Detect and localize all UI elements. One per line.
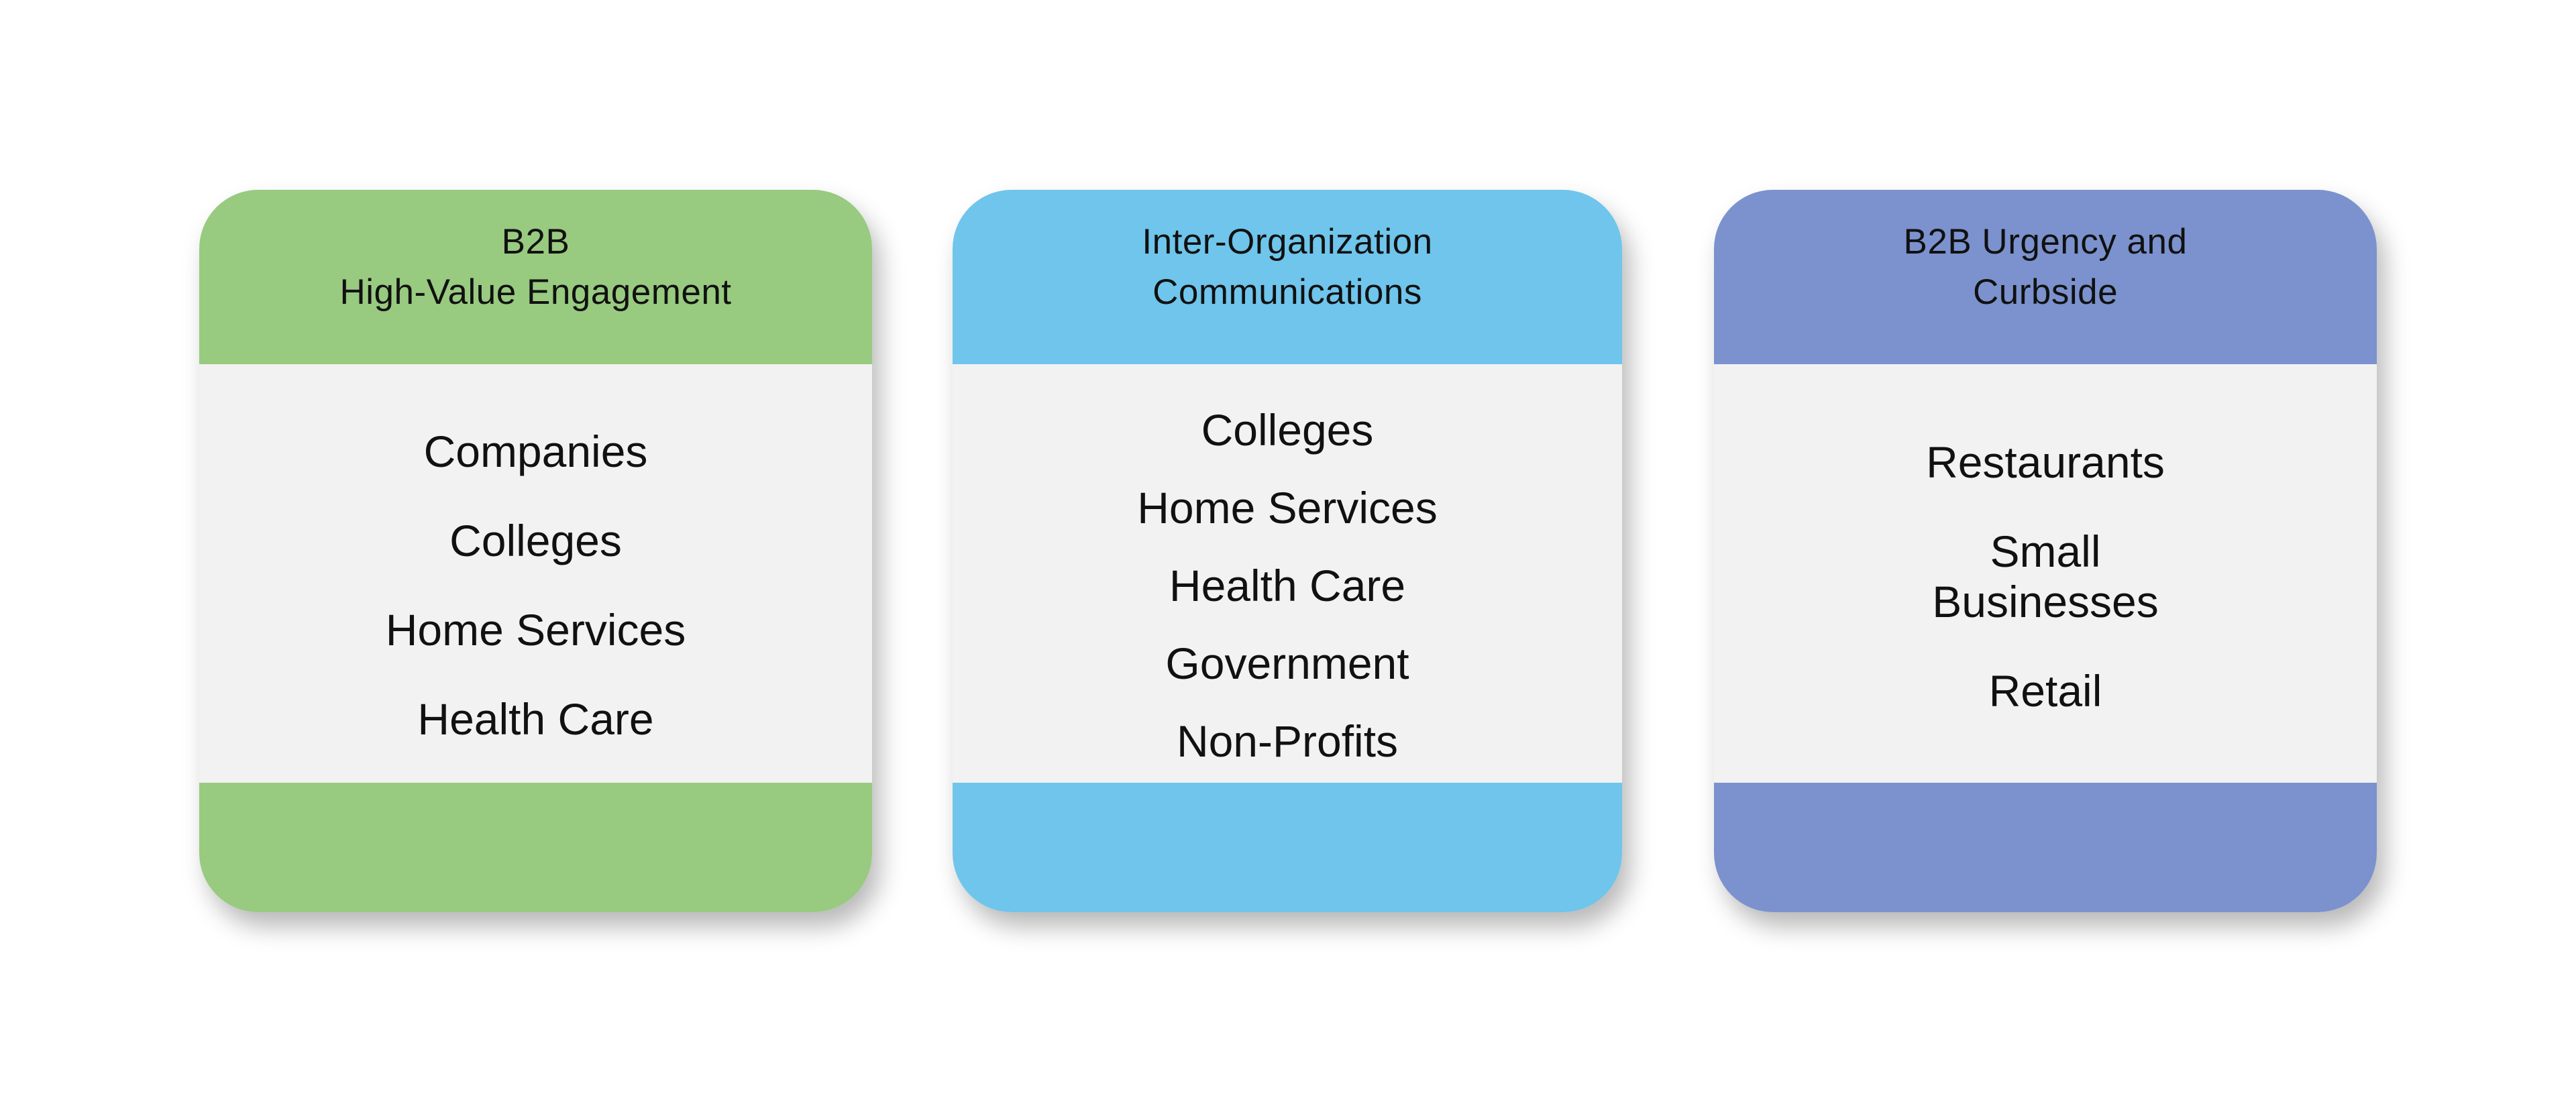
list-item: Government [1165, 638, 1409, 688]
list-item: Health Care [1169, 560, 1406, 610]
card-title-line: Curbside [1972, 272, 2118, 312]
card-footer [199, 783, 872, 912]
list-item: Colleges [449, 515, 622, 565]
list-item: Restaurants [1926, 437, 2165, 487]
list-item: Home Services [1137, 482, 1438, 533]
card-header: B2B High-Value Engagement [199, 190, 872, 364]
card-title-line: Communications [1152, 272, 1422, 312]
card-title-line: High-Value Engagement [339, 272, 732, 312]
list-item: Small Businesses [1932, 527, 2159, 626]
list-item: Non-Profits [1176, 716, 1399, 766]
card-footer [953, 783, 1622, 912]
card-footer [1714, 783, 2377, 912]
card-title-line: B2B Urgency and [1903, 222, 2188, 262]
list-item: Home Services [385, 604, 686, 655]
list-item: Colleges [1201, 404, 1374, 455]
list-item: Retail [1988, 666, 2102, 716]
list-item: Health Care [417, 694, 654, 744]
card-title-line: Inter-Organization [1142, 222, 1433, 262]
list-item: Companies [423, 426, 648, 476]
card-title-line: B2B [501, 222, 570, 262]
